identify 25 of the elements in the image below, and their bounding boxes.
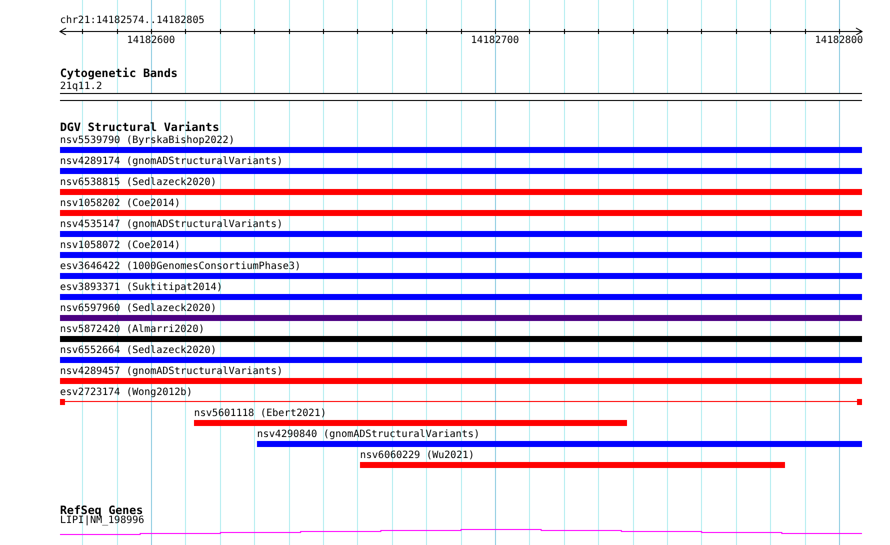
variant-label: nsv6597960 (Sedlazeck2020) <box>60 303 217 314</box>
tick-label: 14182700 <box>470 35 520 46</box>
track-title: RefSeq Genes <box>60 504 144 517</box>
track-title: DGV Structural Variants <box>60 121 220 134</box>
variant-label: nsv6538815 (Sedlazeck2020) <box>60 177 217 188</box>
gene-label: LIPI|NM_198996 <box>60 515 144 526</box>
location-label: chr21:14182574..14182805 <box>60 15 204 26</box>
band-label: 21q11.2 <box>60 81 102 92</box>
track-title: Cytogenetic Bands <box>60 67 178 80</box>
variant-label: nsv1058202 (Coe2014) <box>60 198 180 209</box>
variant-label: nsv6552664 (Sedlazeck2020) <box>60 345 217 356</box>
variant-label: nsv4289174 (gnomADStructuralVariants) <box>60 156 283 167</box>
tick-label: 14182800 <box>814 35 864 46</box>
variant-label: nsv6060229 (Wu2021) <box>360 450 474 461</box>
tick-label: 14182600 <box>126 35 176 46</box>
variant-label: nsv4289457 (gnomADStructuralVariants) <box>60 366 283 377</box>
variant-label: nsv5872420 (Almarri2020) <box>60 324 204 335</box>
variant-label: nsv1058072 (Coe2014) <box>60 240 180 251</box>
variant-label: nsv5601118 (Ebert2021) <box>194 408 326 419</box>
variant-label: nsv5539790 (ByrskaBishop2022) <box>60 135 235 146</box>
variant-label: esv2723174 (Wong2012b) <box>60 387 192 398</box>
variant-label: esv3893371 (Suktitipat2014) <box>60 282 223 293</box>
variant-label: nsv4535147 (gnomADStructuralVariants) <box>60 219 283 230</box>
variant-label: esv3646422 (1000GenomesConsortiumPhase3) <box>60 261 301 272</box>
variant-label: nsv4290840 (gnomADStructuralVariants) <box>257 429 480 440</box>
